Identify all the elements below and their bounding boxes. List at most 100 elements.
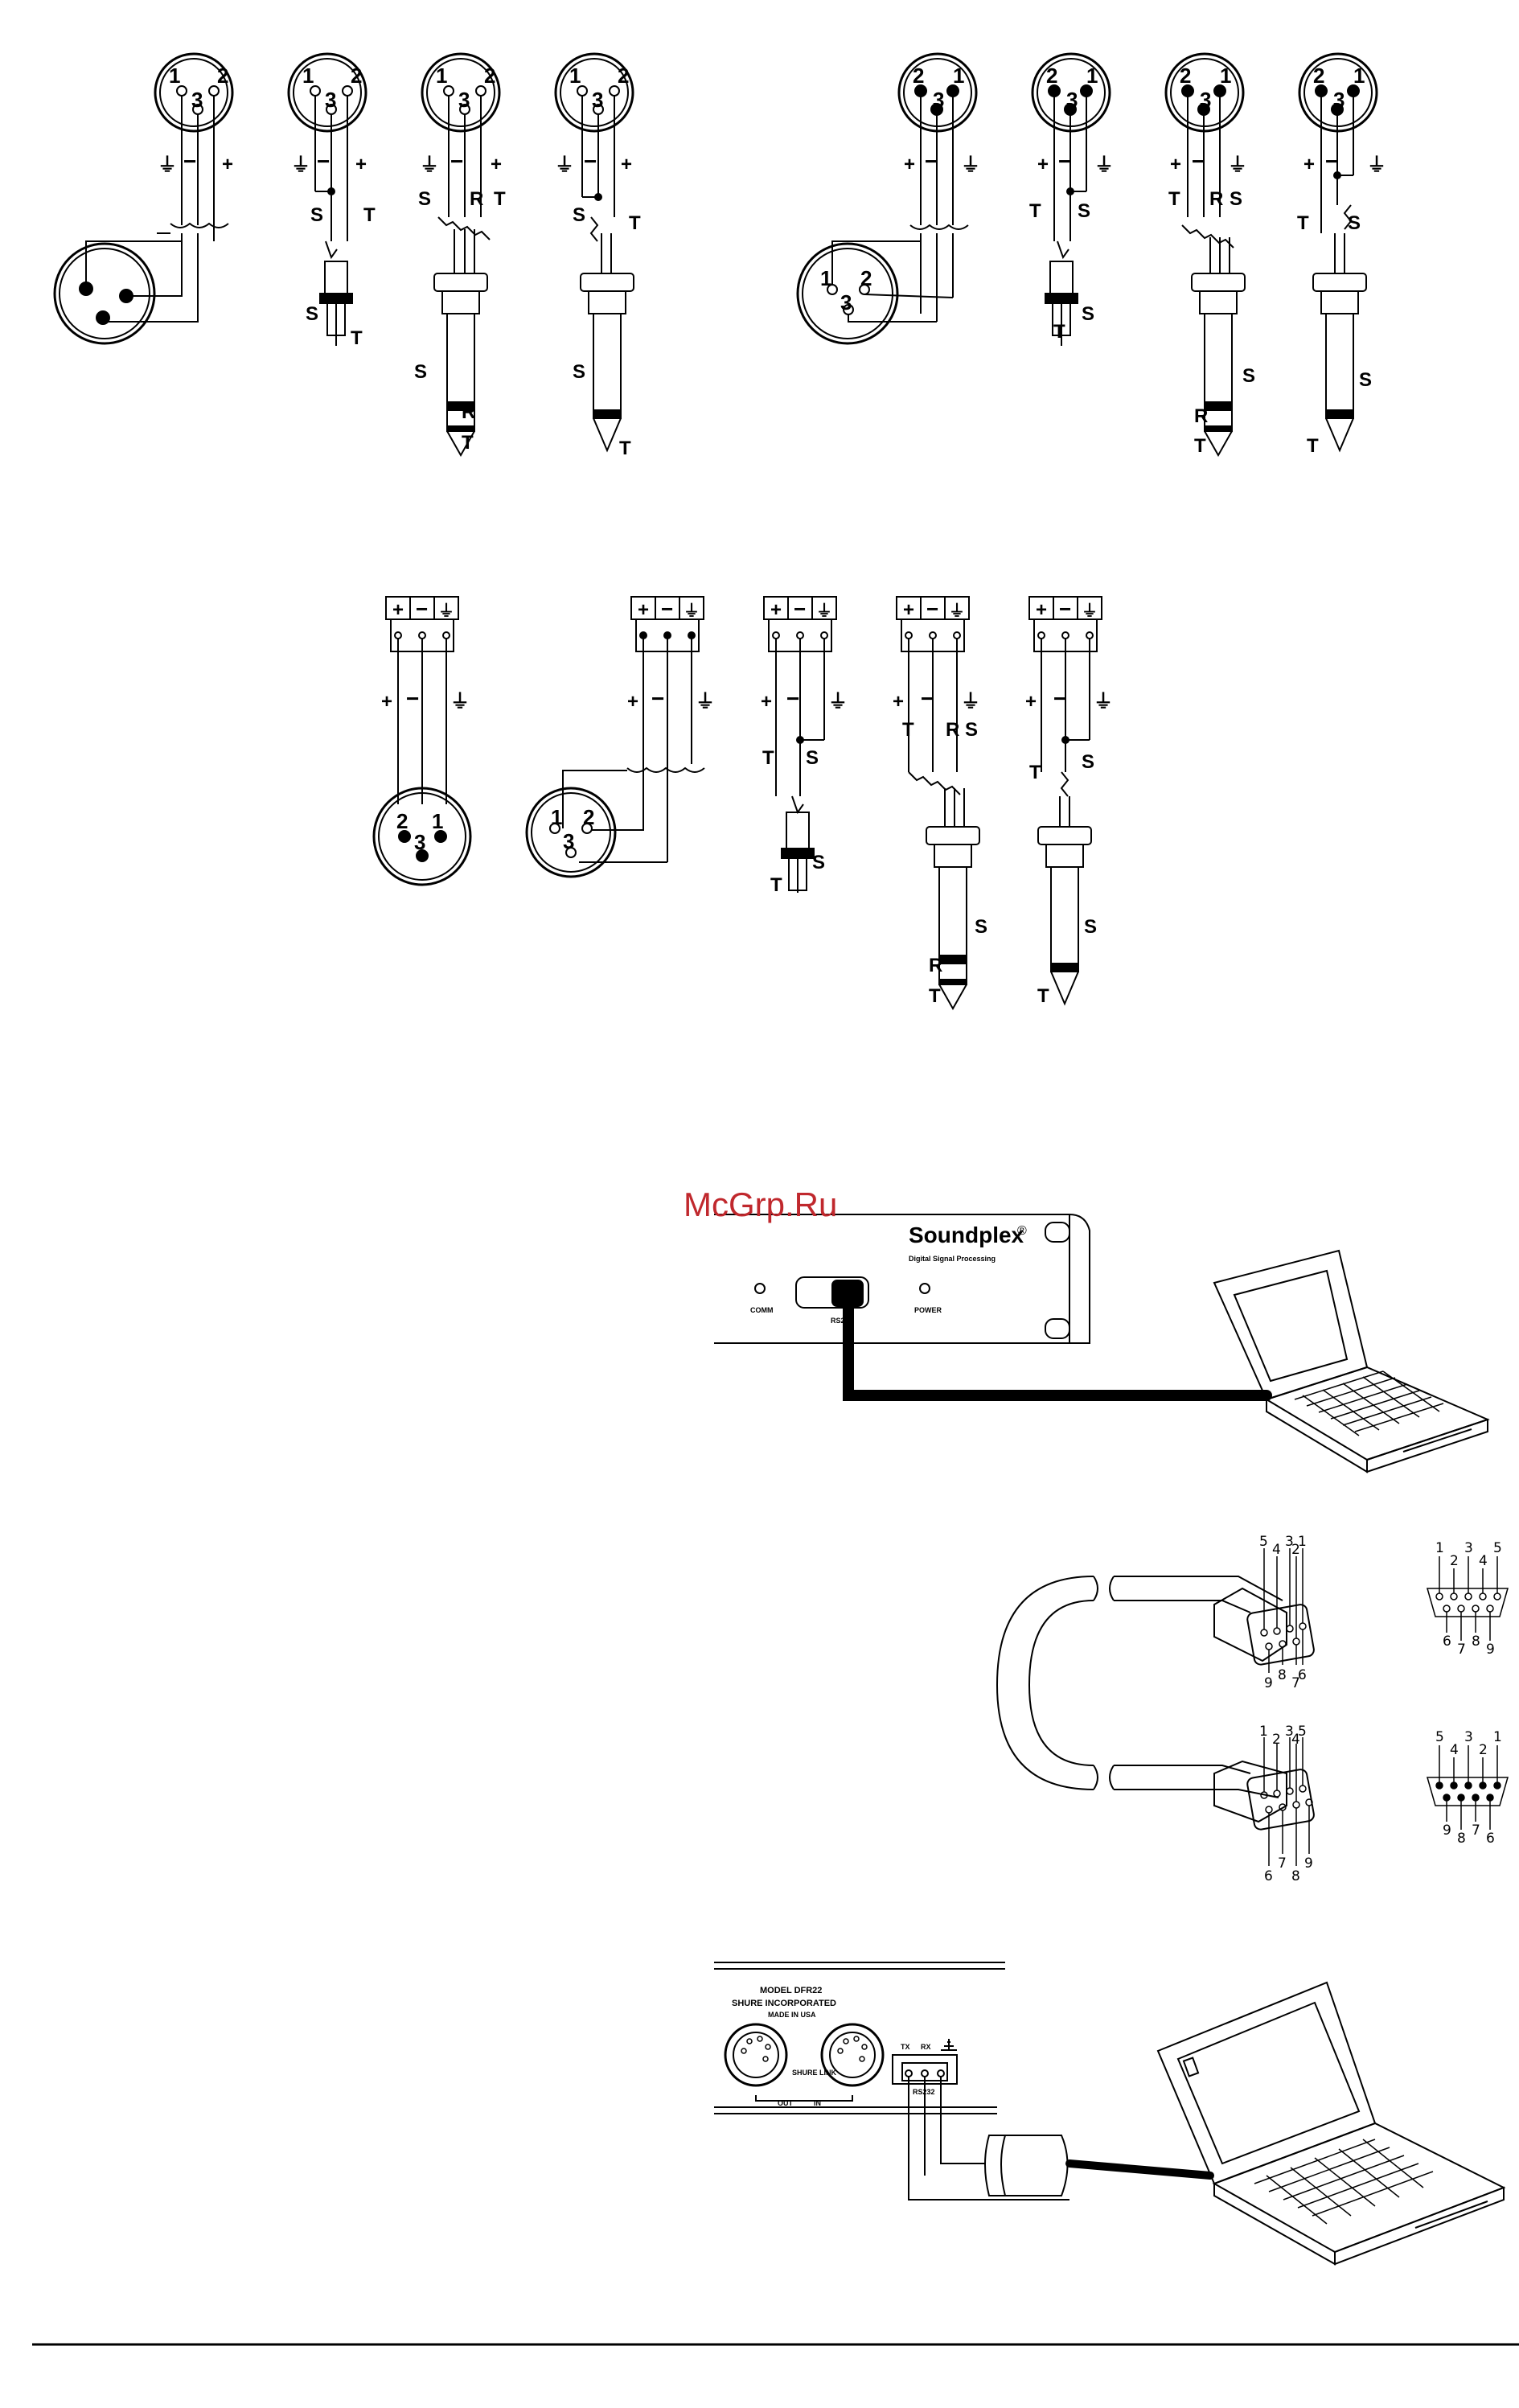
terminal-to-rca-cable — [763, 596, 837, 893]
tip-label: T — [619, 438, 631, 459]
tip-label: T — [929, 985, 941, 1007]
rs232-cable-1 — [843, 1301, 1272, 1401]
shure-labels: MODEL DFR22 SHURE INCORPORATED MADE IN U… — [732, 1986, 935, 2107]
pin-label: 2 — [484, 64, 495, 88]
pin-number: 8 — [1457, 1831, 1466, 1847]
maker-label: SHURE INCORPORATED — [732, 1999, 836, 2008]
ground-symbol: ⏚ — [828, 691, 848, 713]
pin-number: 7 — [1457, 1642, 1466, 1658]
ground-symbol: ⏚ — [158, 154, 177, 176]
pin-label: 3 — [1066, 88, 1078, 112]
plus-label: + — [355, 154, 367, 175]
led-label-power: POWER — [914, 1306, 942, 1314]
ground-symbol: ⏚ — [1094, 154, 1114, 176]
xlr-female-to-xlr-male-cable — [796, 52, 978, 345]
sleeve-label: S — [812, 852, 825, 873]
pin-number: 6 — [1443, 1633, 1451, 1650]
pin-number: 1 — [1493, 1729, 1502, 1745]
terminal-ground: ⏚ — [438, 602, 454, 620]
pin-label: 2 — [913, 64, 924, 88]
pin-number: 4 — [1450, 1742, 1459, 1758]
pin-number: 3 — [1285, 1534, 1294, 1550]
pin-label: 3 — [414, 830, 425, 854]
pin-number: 9 — [1264, 1675, 1273, 1691]
pin-label: 1 — [169, 64, 180, 88]
minus-label: − — [925, 149, 938, 174]
pin-label: 2 — [351, 64, 362, 88]
minus-label: − — [921, 686, 934, 711]
plus-label: + — [904, 154, 915, 175]
sleeve-label: S — [573, 361, 585, 383]
plus-label: + — [491, 154, 502, 175]
plus-label: + — [893, 691, 904, 713]
terminal-ground: ⏚ — [684, 602, 700, 620]
pin-label: 1 — [436, 64, 447, 88]
brand-name: Soundplex — [909, 1222, 1024, 1247]
in-label: IN — [814, 2099, 821, 2107]
sleeve-label: S — [1082, 303, 1094, 325]
pin-number: 3 — [1285, 1724, 1294, 1740]
pin-number: 1 — [1259, 1724, 1268, 1740]
pin-number: 9 — [1486, 1642, 1495, 1658]
pin-number: 8 — [1472, 1633, 1480, 1650]
xlr-female-to-ts-cable — [1298, 52, 1378, 453]
minus-label: − — [450, 149, 463, 174]
pin-label: 2 — [618, 64, 629, 88]
tip-label: T — [762, 747, 774, 769]
tip-label: T — [770, 874, 782, 896]
pin-label: 1 — [1220, 64, 1231, 88]
sleeve-label: S — [306, 303, 318, 325]
pin-label: 1 — [302, 64, 314, 88]
pin-number: 6 — [1486, 1831, 1495, 1847]
sleeve-label: S — [310, 204, 323, 226]
terminal-plus: + — [903, 599, 914, 621]
pin-label: 1 — [1353, 64, 1365, 88]
pin-number: 4 — [1272, 1542, 1281, 1558]
ring-label: R — [946, 719, 959, 741]
db9-female-face — [1427, 1745, 1509, 1830]
pin-number: 7 — [1472, 1822, 1480, 1839]
pin-label: 3 — [458, 88, 470, 112]
pin-number: 2 — [1272, 1732, 1281, 1748]
minus-label: − — [183, 149, 196, 174]
pin-label: 3 — [1200, 88, 1211, 112]
plus-label: + — [1303, 154, 1315, 175]
minus-label: − — [786, 686, 799, 711]
pin-number: 7 — [1291, 1675, 1300, 1691]
pin-number: 6 — [1298, 1667, 1307, 1683]
terminal-to-ts-cable — [1028, 596, 1102, 1006]
pin-number: 8 — [1291, 1868, 1300, 1884]
terminal-plus: + — [1036, 599, 1047, 621]
db9-male-plug — [1260, 1548, 1307, 1673]
ring-label: R — [470, 188, 483, 210]
pin-label: 3 — [1333, 88, 1345, 112]
tip-label: T — [1053, 321, 1065, 343]
row1-right-labels: 2 1 3 2 1 3 2 1 3 2 1 3 + − ⏚ 1 2 3 + − … — [820, 64, 1386, 457]
xlr-female-to-rca-cable — [1031, 52, 1111, 346]
pin-label: 2 — [583, 805, 594, 829]
minus-label: − — [584, 149, 597, 174]
ground-symbol: ⏚ — [291, 154, 310, 176]
tip-label: T — [494, 188, 506, 210]
pin-number: 4 — [1291, 1732, 1300, 1748]
terminal-minus: − — [416, 597, 428, 621]
tip-label: T — [1037, 985, 1049, 1007]
pin-number: 2 — [1479, 1742, 1488, 1758]
pin-number: 8 — [1278, 1667, 1287, 1683]
terminal-minus: − — [661, 597, 673, 621]
soundplex-rack-unit — [714, 1214, 1090, 1344]
ground-symbol: ⏚ — [1228, 154, 1247, 176]
tip-label: T — [462, 432, 474, 454]
minus-label: − — [1192, 149, 1205, 174]
laptop-2 — [1156, 1981, 1506, 2266]
xlr-to-xlr-cable-1 — [53, 52, 234, 345]
pin-label: 2 — [860, 266, 872, 290]
pin-number: 3 — [1464, 1729, 1473, 1745]
pin-number: 9 — [1304, 1855, 1313, 1872]
sleeve-label: S — [1359, 369, 1372, 391]
plus-label: + — [381, 691, 392, 713]
terminal-minus: − — [926, 597, 938, 621]
plus-label: + — [1037, 154, 1049, 175]
rs232-cable-2 — [908, 2077, 1214, 2200]
led-label-comm: COMM — [750, 1306, 774, 1314]
